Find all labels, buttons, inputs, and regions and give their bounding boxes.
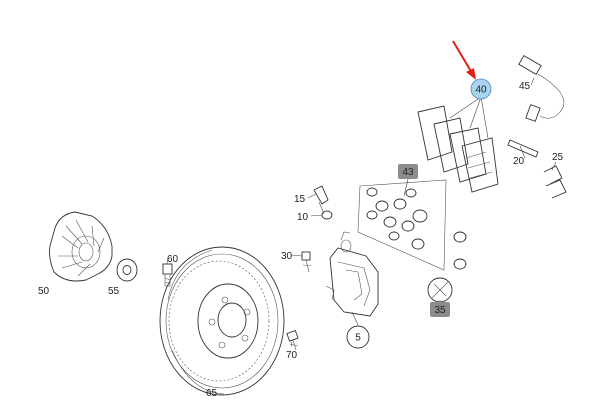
callout-label-70[interactable]: 70 [286,350,298,361]
dust-shield-50 [49,211,113,282]
bolt-70 [286,329,299,351]
callout-label-40: 40 [475,85,487,96]
callout-label-60[interactable]: 60 [167,254,179,265]
callout-label-55[interactable]: 55 [108,286,120,297]
callout-label-30[interactable]: 30 [281,251,293,262]
bleeder-screw-15 [313,185,329,215]
callout-label-20[interactable]: 20 [513,156,525,167]
callout-label-65[interactable]: 65 [206,388,218,399]
callout-label-50[interactable]: 50 [38,286,50,297]
spring-clip-25 [543,165,567,199]
brake-disc-65 [159,246,285,396]
service-item-35 [427,277,453,303]
brake-pads-40 [417,105,499,193]
callout-40[interactable]: 40 [470,78,492,100]
leader-lines [166,77,557,348]
callout-label-25[interactable]: 25 [552,152,564,163]
brake-caliper-5 [325,231,379,317]
wear-sensor-45 [518,55,565,122]
cap-10 [321,210,333,220]
guide-pin-20 [507,139,539,158]
ring-55 [116,258,138,282]
callout-label-43: 43 [402,167,414,178]
seal-kit-43 [357,179,467,271]
callout-43[interactable]: 43 [398,164,418,179]
pointer-arrow [452,40,476,80]
callout-5[interactable]: 5 [346,325,370,349]
bolt-60 [162,263,173,287]
callout-label-10[interactable]: 10 [297,212,309,223]
callout-label-45[interactable]: 45 [519,81,531,92]
callout-label-5: 5 [355,333,361,344]
callout-label-35: 35 [434,305,446,316]
bolt-30 [301,251,312,273]
callout-35[interactable]: 35 [430,302,450,317]
callout-label-15[interactable]: 15 [294,194,306,205]
